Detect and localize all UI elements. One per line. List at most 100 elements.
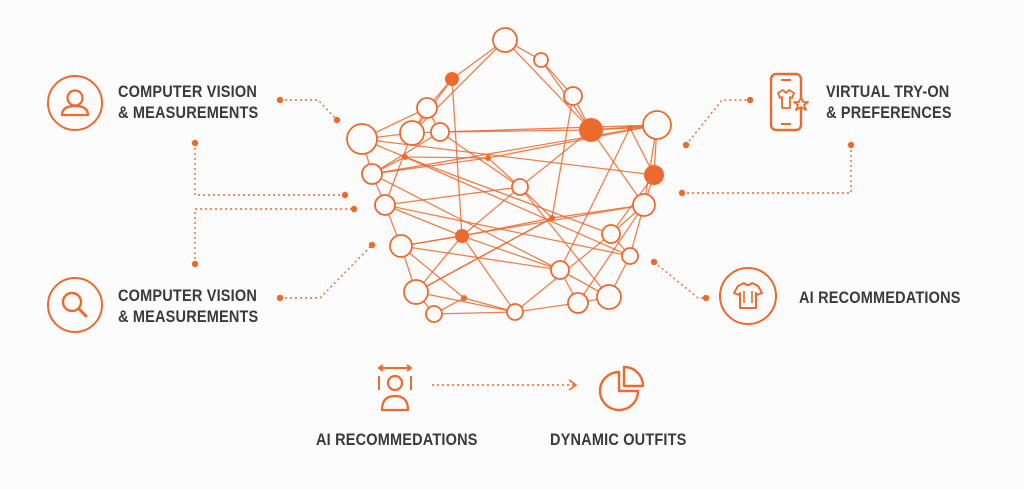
dotted-connector	[682, 145, 852, 194]
network-edge	[400, 245, 465, 299]
connector-dot	[191, 260, 199, 268]
network-node	[601, 224, 621, 244]
network-node	[550, 260, 570, 280]
network-edge	[559, 127, 631, 271]
network-edge	[590, 129, 645, 206]
network-edge	[451, 78, 463, 237]
network-node	[642, 110, 672, 140]
label-line: & MEASUREMENTS	[118, 104, 259, 122]
connector-dot	[650, 258, 658, 266]
network-edge	[519, 129, 592, 188]
label-line: & PREFERENCES	[826, 104, 952, 122]
network-node	[563, 86, 583, 106]
network-node	[403, 279, 429, 305]
network-node	[485, 155, 491, 161]
network-edge	[400, 245, 561, 271]
network-node	[549, 215, 555, 221]
network-node	[627, 125, 633, 131]
label-dynamic-outfits: DYNAMIC OUTFITS	[550, 430, 687, 451]
connector-dot	[746, 96, 754, 104]
connector-dot	[847, 141, 855, 149]
network-edge	[461, 235, 561, 271]
smartphone-shirt-icon	[769, 72, 809, 132]
label-line: COMPUTER VISION	[118, 287, 257, 305]
network-node	[445, 72, 459, 86]
network-node	[533, 52, 549, 68]
network-node	[492, 27, 518, 53]
network-node	[399, 120, 425, 146]
network-edge	[384, 186, 521, 206]
dotted-connector	[653, 261, 706, 299]
network-node	[402, 154, 408, 160]
connector-dot	[702, 294, 710, 302]
connector-dot	[682, 141, 690, 149]
network-node	[506, 303, 524, 321]
network-node	[416, 97, 438, 119]
connector-dot	[276, 96, 284, 104]
network-edge	[371, 124, 658, 175]
user-icon	[47, 75, 103, 131]
dotted-connector	[280, 99, 338, 121]
label-line: AI RECOMMEDATIONS	[316, 431, 478, 449]
network-node	[455, 229, 469, 243]
dotted-connector	[194, 208, 354, 264]
tshirt-icon	[719, 267, 777, 325]
network-edge	[415, 217, 553, 293]
label-line: AI RECOMMEDATIONS	[799, 289, 961, 307]
label-computer-vision-top: COMPUTER VISION & MEASUREMENTS	[118, 82, 258, 124]
connector-dot	[350, 205, 358, 213]
connector-dot	[276, 294, 284, 302]
label-virtual-try-on: VIRTUAL TRY-ON & PREFERENCES	[826, 82, 952, 124]
network-edge	[371, 131, 441, 175]
label-line: & MEASUREMENTS	[118, 308, 259, 326]
arrow-head	[568, 379, 578, 391]
body-measure-icon	[377, 364, 413, 412]
network-node	[346, 123, 378, 155]
network-edge	[411, 39, 506, 134]
pie-chart-icon	[598, 365, 645, 412]
network-node	[511, 178, 529, 196]
network-edge	[461, 186, 521, 237]
network-edge	[404, 156, 612, 235]
network-edge	[415, 291, 516, 313]
network-edge	[371, 173, 561, 271]
dotted-connector	[685, 99, 750, 146]
network-node	[430, 122, 450, 142]
network-node	[579, 118, 603, 142]
label-ai-recommendations-right: AI RECOMMEDATIONS	[799, 288, 961, 309]
dotted-connector	[280, 244, 373, 299]
network-node	[621, 247, 639, 265]
network-edge	[439, 124, 658, 133]
network-edge	[384, 204, 463, 237]
label-computer-vision-bottom: COMPUTER VISION & MEASUREMENTS	[118, 286, 258, 328]
connector-dot	[191, 139, 199, 147]
network-node	[461, 295, 467, 301]
network-node	[632, 193, 656, 217]
network-node	[567, 292, 589, 314]
connector-dot	[678, 189, 686, 197]
network-node	[374, 194, 396, 216]
label-line: VIRTUAL TRY-ON	[826, 83, 950, 101]
network-node	[425, 305, 443, 323]
network-edge	[400, 204, 645, 247]
connector-dot	[368, 241, 376, 249]
search-icon	[47, 277, 103, 333]
label-line: DYNAMIC OUTFITS	[550, 431, 687, 449]
network-node	[389, 234, 413, 258]
network-edge	[404, 156, 631, 257]
connector-dot	[333, 116, 341, 124]
label-line: COMPUTER VISION	[118, 83, 257, 101]
network-edge	[384, 204, 631, 257]
network-node	[596, 284, 622, 310]
network-edge	[433, 311, 516, 315]
dotted-connector	[194, 143, 345, 196]
connector-dot	[341, 191, 349, 199]
network-edge	[551, 95, 574, 219]
network-node	[644, 165, 664, 185]
network-edge	[461, 235, 516, 313]
network-edge	[519, 186, 610, 298]
network-edge	[504, 39, 592, 131]
label-ai-recommendations-center: AI RECOMMEDATIONS	[316, 430, 478, 451]
